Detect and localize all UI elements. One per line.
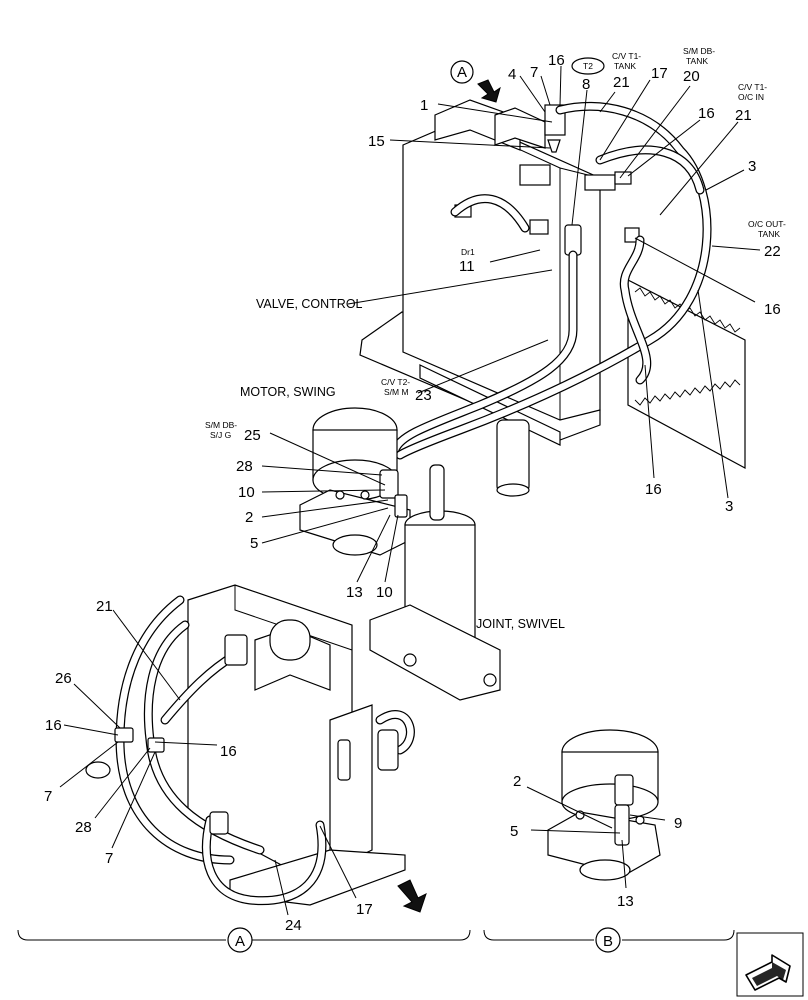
port-labels: T2 C/V T1- TANK S/M DB- TANK C/V T1- O/C… [205, 46, 786, 440]
port-oc-out-tank-line1: O/C OUT- [748, 219, 786, 229]
callout: 23 [415, 387, 432, 404]
callout: 16 [45, 717, 62, 734]
swivel-joint-drawing [369, 464, 501, 701]
callout: 16 [764, 301, 781, 318]
callout: 10 [376, 584, 393, 601]
callout: 5 [510, 823, 518, 840]
callout-numbers: 16 7 4 8 21 17 20 21 1 15 16 3 22 11 16 … [44, 52, 781, 934]
callout: 26 [55, 670, 72, 687]
view-arrow-icon [477, 79, 501, 103]
view-arrow-icon [397, 879, 427, 913]
port-cv-t2-sm-m-line1: C/V T2- [381, 377, 410, 387]
callout: 24 [285, 917, 302, 934]
valve-control-label: VALVE, CONTROL [256, 297, 363, 311]
detail-b-drawing [547, 729, 661, 881]
callout: 2 [513, 773, 521, 790]
callout: 15 [368, 133, 385, 150]
view-a-marker-letter: A [457, 64, 467, 81]
view-a-marker: A [450, 60, 501, 103]
view-a-label: A [235, 933, 245, 950]
port-sm-db-tank-line2: TANK [686, 56, 708, 66]
port-cv-t1-oc-in-line1: C/V T1- [738, 82, 767, 92]
detail-brackets: A B [17, 927, 735, 953]
callout: 1 [420, 97, 428, 114]
callout: 28 [236, 458, 253, 475]
callout: 5 [250, 535, 258, 552]
callout: 21 [735, 107, 752, 124]
callout: 7 [105, 850, 113, 867]
nav-arrow-icon[interactable] [736, 932, 804, 997]
part-labels: VALVE, CONTROL MOTOR, SWING JOINT, SWIVE… [240, 297, 565, 631]
t2-oval [571, 57, 605, 75]
callout: 17 [356, 901, 373, 918]
callout: 8 [582, 76, 590, 93]
port-sm-db-sjg-line2: S/J G [210, 430, 231, 440]
leader-lines [59, 65, 761, 916]
view-b-label: B [603, 933, 613, 950]
callout: 16 [548, 52, 565, 69]
callout: 16 [645, 481, 662, 498]
port-oc-out-tank-line2: TANK [758, 229, 780, 239]
callout: 21 [96, 598, 113, 615]
callout: 25 [244, 427, 261, 444]
callout: 17 [651, 65, 668, 82]
port-cv-t1-oc-in-line2: O/C IN [738, 92, 764, 102]
port-sm-db-sjg-line1: S/M DB- [205, 420, 237, 430]
callout: 3 [748, 158, 756, 175]
port-dr1: Dr1 [461, 247, 475, 257]
callout: 9 [674, 815, 682, 832]
port-sm-db-tank-line1: S/M DB- [683, 46, 715, 56]
callout: 13 [617, 893, 634, 910]
detail-a-drawing [85, 584, 415, 906]
callout: 4 [508, 66, 516, 83]
callout: 7 [44, 788, 52, 805]
callout: 13 [346, 584, 363, 601]
upper-hoses [390, 101, 712, 460]
callout: 11 [459, 258, 475, 275]
port-cv-t1-tank-line2: TANK [614, 61, 636, 71]
port-cv-t2-sm-m-line2: S/M M [384, 387, 409, 397]
callout: 10 [238, 484, 255, 501]
joint-swivel-label: JOINT, SWIVEL [476, 617, 565, 631]
callout: 28 [75, 819, 92, 836]
port-t2: T2 [583, 61, 593, 71]
callout: 16 [220, 743, 237, 760]
callout: 2 [245, 509, 253, 526]
port-cv-t1-tank-line1: C/V T1- [612, 51, 641, 61]
callout: 22 [764, 243, 781, 260]
motor-swing-label: MOTOR, SWING [240, 385, 336, 399]
callout: 7 [530, 64, 538, 81]
callout: 21 [613, 74, 630, 91]
swing-motor-drawing [299, 407, 411, 556]
callout: 20 [683, 68, 700, 85]
control-valve-drawing [359, 99, 746, 497]
callout: 16 [698, 105, 715, 122]
callout: 3 [725, 498, 733, 515]
